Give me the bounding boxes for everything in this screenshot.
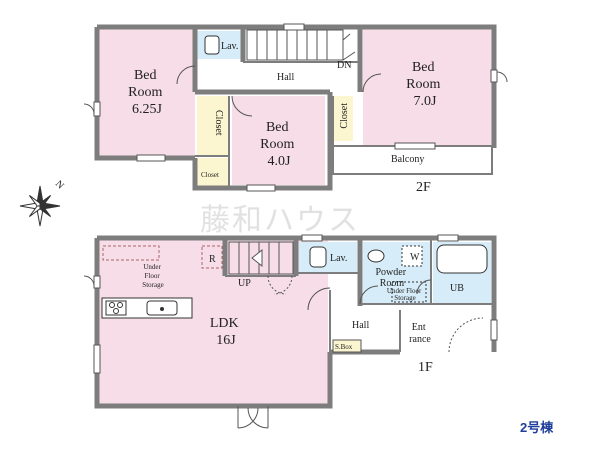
ldk-label: LDK 16J bbox=[210, 316, 242, 348]
compass-rose: N bbox=[19, 179, 66, 227]
floor-1f-label: 1F bbox=[418, 360, 433, 375]
first-floor-doors bbox=[83, 275, 484, 429]
balcony-label: Balcony bbox=[391, 154, 424, 165]
kitchen-counter bbox=[101, 297, 193, 319]
compass-north-label: N bbox=[53, 179, 66, 192]
first-floor: Under Floor Storage R UP LDK 16J Lav. W … bbox=[83, 234, 498, 429]
floor-2f-label: 2F bbox=[416, 180, 431, 195]
underfloor-storage-label: Under Floor Storage bbox=[142, 263, 163, 289]
second-floor-windows bbox=[93, 23, 498, 192]
bedroom-4-0-fill bbox=[232, 96, 325, 185]
building-label: 2号棟 bbox=[520, 420, 554, 435]
up-label: UP bbox=[238, 278, 251, 289]
watermark: 藤和ハウス bbox=[200, 203, 360, 238]
shoe-box bbox=[332, 339, 362, 353]
refrigerator-space bbox=[201, 245, 223, 269]
bedroom-6-25-fill bbox=[97, 29, 195, 157]
bedroom-7-0-label: Bed Room 7.0J bbox=[406, 60, 444, 109]
unit-bath-label: UB bbox=[450, 283, 464, 294]
closet-c-label: Closet bbox=[339, 103, 350, 129]
second-floor-doors bbox=[83, 65, 508, 117]
lav-1f-fill bbox=[299, 242, 357, 272]
bedroom-6-25-label: Bed Room 6.25J bbox=[128, 68, 166, 117]
hall-2f-label: Hall bbox=[277, 72, 294, 83]
closet-a-fill bbox=[197, 96, 229, 155]
closet-a-label: Closet bbox=[213, 110, 224, 136]
lav-2f-label: Lav. bbox=[221, 41, 238, 52]
second-floor-thin-walls bbox=[195, 61, 494, 188]
stairs-1f bbox=[228, 241, 294, 275]
dn-label: DN bbox=[337, 60, 351, 71]
second-floor-walls bbox=[94, 24, 497, 191]
washer-label: W bbox=[410, 252, 420, 263]
lav-2f-fixture bbox=[204, 35, 220, 55]
powder-room-label: Powder Room bbox=[375, 267, 408, 289]
powder-storage-label: Under Floor Storage bbox=[387, 287, 423, 302]
closet-c-fill bbox=[333, 96, 353, 141]
second-floor: Bed Room 6.25J Bed Room 7.0J Bed Room 4.… bbox=[83, 23, 508, 195]
closet-b-fill bbox=[197, 158, 229, 188]
first-floor-thin-walls bbox=[225, 240, 494, 352]
shoe-box-label: S.Box bbox=[335, 343, 353, 351]
entrance-label: Ent rance bbox=[409, 322, 431, 345]
wet-fixtures bbox=[309, 244, 488, 303]
lav-1f-label: Lav. bbox=[330, 253, 347, 264]
bedroom-4-0-label: Bed Room 4.0J bbox=[260, 120, 298, 169]
bedroom-7-0-fill bbox=[363, 29, 492, 146]
closet-b-label: Closet bbox=[201, 171, 219, 179]
hall-1f-label: Hall bbox=[352, 320, 369, 331]
stairs-2f bbox=[246, 29, 356, 61]
first-floor-windows bbox=[93, 234, 498, 374]
refrigerator-label: R bbox=[209, 254, 216, 265]
underfloor-storage-outline bbox=[102, 245, 160, 261]
